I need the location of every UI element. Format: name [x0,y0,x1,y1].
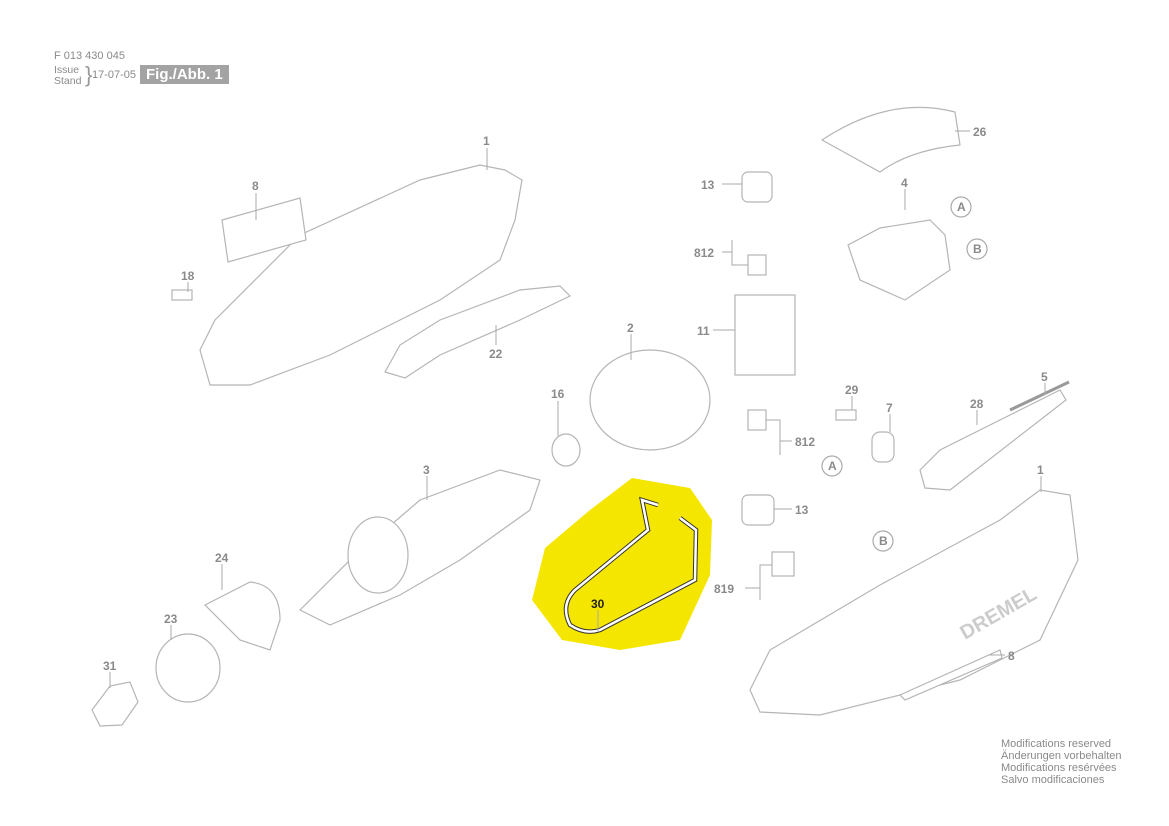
issue-label: Issue [54,64,80,76]
label-11: 11 [697,324,710,338]
brush-holder [734,294,796,376]
brush-bottom [747,409,767,431]
connector-b-bottom-circle [872,530,894,552]
label-31: 31 [103,659,117,673]
armature [298,469,541,626]
chuck [91,681,139,727]
nose-cap [203,581,281,651]
screw-18 [171,289,193,301]
collet-nut [155,633,221,703]
brush-top [747,254,767,276]
label-24: 24 [215,551,229,565]
connector-b-top-circle [966,238,988,260]
label-b-bottom: B [879,534,888,548]
figure-label: Fig./Abb. 1 [140,65,229,84]
document-number: F 013 430 045 [54,50,125,62]
modifications-notice: Modifications reserved Änderungen vorbeh… [1001,738,1121,786]
connector-a-bottom-circle [821,455,843,477]
label-16: 16 [551,387,565,401]
label-1-right: 1 [1037,463,1044,477]
label-26: 26 [973,125,987,139]
label-29: 29 [845,383,859,397]
label-7: 7 [886,401,893,415]
stand-label: Stand [54,75,82,87]
switch-slider [384,285,572,379]
cord-guard [919,389,1067,491]
label-30: 30 [591,597,605,611]
issue-stand-label: Issue Stand [54,65,81,87]
bushing-bottom [741,494,775,526]
housing-half-left [199,164,523,386]
label-22: 22 [489,347,503,361]
bearing-16 [551,433,581,467]
label-5: 5 [1041,370,1048,384]
field-coil [589,349,711,451]
label-819: 819 [714,582,734,596]
label-plate-right [898,649,1003,701]
label-18: 18 [181,269,195,283]
issue-date: 17-07-05 [92,69,137,81]
power-cord [1009,380,1070,412]
label-8-right: 8 [1008,649,1015,663]
label-812-bottom: 812 [795,435,815,449]
label-2: 2 [627,321,634,335]
connector-a-top-circle [950,196,972,218]
label-812-top: 812 [694,246,714,260]
label-23: 23 [164,612,178,626]
armature-fan [347,516,409,594]
spindle-lock [771,551,795,577]
screw-29 [835,409,857,421]
label-13-bottom: 13 [795,503,809,517]
label-13-top: 13 [701,178,715,192]
notice-line: Modifications reserved [1001,738,1112,750]
switch-4 [847,219,951,301]
label-3: 3 [423,463,430,477]
notice-line: Änderungen vorbehalten [1001,750,1122,762]
label-a-bottom: A [828,459,837,473]
cap-26 [820,106,961,173]
label-plate-left [221,197,307,263]
highlight-part-30[interactable] [532,478,712,650]
label-b-top: B [973,242,982,256]
notice-line: Modifications resérvées [1001,762,1117,774]
label-8-left: 8 [252,179,259,193]
label-28: 28 [970,397,984,411]
cord-clamp [871,431,895,463]
brace-icon: } [85,62,93,87]
label-a-top: A [957,200,966,214]
bushing-top [741,171,773,203]
label-1-left: 1 [483,134,490,148]
notice-line: Salvo modificaciones [1001,774,1105,786]
label-4: 4 [901,176,908,190]
